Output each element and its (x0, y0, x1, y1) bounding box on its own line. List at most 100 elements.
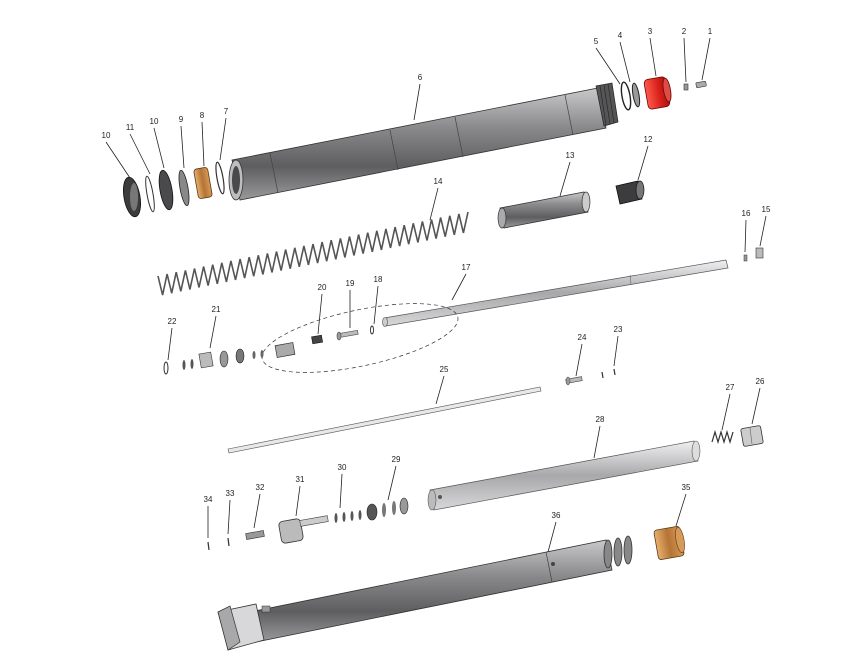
callout-number: 4 (618, 31, 623, 40)
leader-line-21 (209, 315, 217, 349)
callout-number: 3 (648, 27, 653, 36)
part-27-small-spring (711, 429, 734, 445)
part-36-lower-leg (217, 535, 633, 651)
leader-line-31 (295, 485, 301, 517)
callout-number: 35 (682, 483, 691, 492)
leader-line-4 (619, 41, 631, 83)
callout-number: 2 (682, 27, 687, 36)
callout-number: 25 (440, 365, 449, 374)
leader-line-16 (744, 219, 747, 253)
leader-line-28 (593, 425, 601, 459)
callout-number: 10 (150, 117, 159, 126)
leader-line-2 (683, 37, 687, 83)
leader-line-30 (339, 473, 343, 509)
part-15-nut (755, 247, 764, 259)
part-1-screw (695, 81, 707, 88)
leader-line-20 (317, 293, 323, 335)
callout-number: 22 (168, 317, 177, 326)
callout-number: 9 (179, 115, 184, 124)
callout-number: 7 (224, 107, 229, 116)
part-24-bolt (565, 376, 583, 386)
part-33-pin (227, 537, 230, 547)
leader-line-6 (413, 83, 421, 121)
part-10-seal-a (158, 169, 174, 211)
leader-line-35 (675, 493, 687, 527)
part-23-pins (601, 368, 616, 379)
part-10-seal-b (122, 176, 142, 218)
leader-line-15 (759, 215, 767, 247)
leader-line-23 (613, 335, 619, 367)
leader-line-10 (153, 127, 165, 169)
part-16-pin (743, 254, 748, 262)
callout-number: 12 (644, 135, 653, 144)
leader-line-7 (219, 117, 227, 161)
leader-line-5 (595, 47, 621, 85)
callout-number: 13 (566, 151, 575, 160)
leader-line-32 (253, 493, 261, 529)
part-21-piston-stack (182, 342, 296, 370)
part-28-damper-tube (427, 440, 701, 511)
leader-line-26 (751, 387, 761, 425)
part-22-clip (163, 361, 169, 375)
part-17-rod (382, 259, 729, 327)
leader-line-9 (180, 125, 185, 169)
part-11-clip (145, 175, 155, 213)
part-group-dashed-ellipse (261, 303, 459, 373)
part-20-shim-stack (311, 334, 323, 345)
leader-line-27 (721, 393, 731, 431)
callout-number: 33 (226, 489, 235, 498)
callout-number: 34 (204, 495, 213, 504)
leader-line-13 (559, 161, 571, 197)
leader-line-36 (547, 521, 557, 553)
part-35-bronze-bushing (653, 526, 685, 560)
part-7-clip (215, 161, 225, 195)
leader-line-1 (701, 37, 711, 81)
part-18-clip (370, 325, 374, 335)
leader-line-17 (451, 273, 467, 301)
part-4-washer (631, 82, 641, 108)
callout-number: 21 (212, 305, 221, 314)
part-30-shims (334, 510, 362, 523)
callout-number: 27 (726, 383, 735, 392)
callout-number: 16 (742, 209, 751, 218)
leader-line-12 (637, 145, 649, 181)
part-14-spring (157, 211, 469, 296)
callout-number: 31 (296, 475, 305, 484)
leader-line-25 (435, 375, 445, 405)
part-8-bushing (193, 167, 213, 199)
part-25-thin-rod (227, 386, 542, 454)
callout-number: 20 (318, 283, 327, 292)
leader-line-10 (105, 141, 131, 179)
callout-number: 26 (756, 377, 765, 386)
callout-number: 11 (126, 123, 135, 132)
leader-line-29 (387, 465, 397, 501)
part-2-small-pin (683, 83, 689, 91)
part-32-fitting (245, 530, 265, 540)
callout-number: 15 (762, 205, 771, 214)
part-12-bushing (615, 180, 645, 205)
part-13-cylinder (497, 191, 591, 229)
leader-line-33 (227, 499, 231, 535)
part-6-upper-tube (228, 82, 619, 201)
part-31-base-valve (278, 515, 329, 544)
callout-number: 32 (256, 483, 265, 492)
leader-line-18 (373, 285, 379, 325)
callout-number: 36 (552, 511, 561, 520)
part-34-pin (207, 541, 210, 551)
callout-labels: 1234567891010111213141516171819202122232… (102, 27, 771, 553)
callout-number: 10 (102, 131, 111, 140)
leader-line-8 (201, 121, 205, 167)
callout-number: 1 (708, 27, 713, 36)
callout-number: 17 (462, 263, 471, 272)
leader-line-3 (649, 37, 657, 77)
callout-number: 6 (418, 73, 423, 82)
callout-number: 30 (338, 463, 347, 472)
part-5-oring (620, 81, 632, 111)
part-26-nut (740, 425, 764, 447)
leader-line-11 (129, 133, 151, 175)
callout-number: 18 (374, 275, 383, 284)
leader-line-24 (575, 343, 583, 377)
callout-number: 19 (346, 279, 355, 288)
leader-line-22 (167, 327, 173, 361)
